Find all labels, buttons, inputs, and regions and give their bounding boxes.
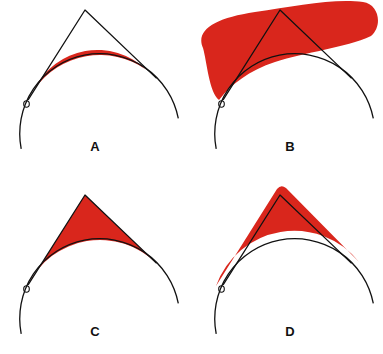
panel-letter: A: [90, 140, 99, 153]
panel-c: [20, 195, 179, 334]
panel-letter: C: [90, 325, 99, 338]
panel-d: [215, 186, 374, 334]
red-fill: [28, 195, 157, 285]
red-blob: [201, 1, 378, 100]
panel-b: [201, 1, 378, 149]
panel-letter: B: [285, 140, 294, 153]
panel-letter: D: [285, 325, 294, 338]
panel-a: [20, 10, 179, 149]
red-fill: [216, 186, 359, 286]
